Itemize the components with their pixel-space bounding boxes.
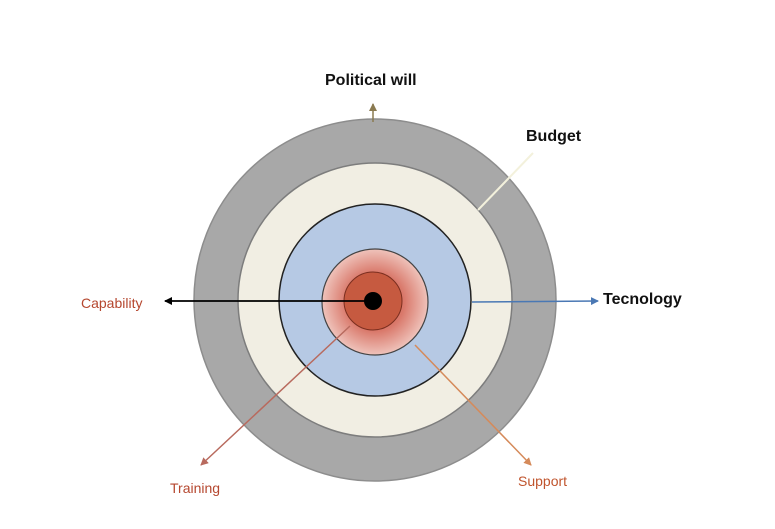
training-label: Training	[170, 480, 221, 496]
support-arrow	[414, 344, 532, 466]
capability-label: Capability	[81, 295, 143, 311]
support-label: Support	[518, 473, 568, 489]
center-dot	[364, 292, 382, 310]
technology-label: Tecnology	[603, 291, 682, 308]
budget-connector-line	[477, 152, 534, 211]
budget-label: Budget	[526, 128, 582, 145]
training-arrow	[200, 325, 351, 466]
political-will-label: Political will	[325, 72, 417, 89]
technology-arrow	[471, 297, 599, 306]
